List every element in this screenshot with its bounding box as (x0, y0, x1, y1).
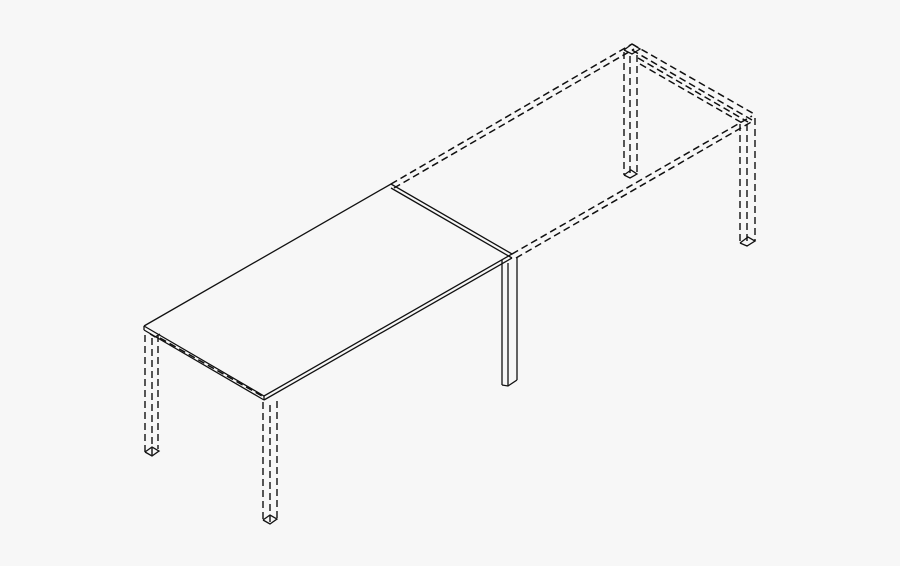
center-leg (501, 257, 518, 387)
front-left-leg (144, 333, 161, 457)
extension-tabletop (390, 43, 757, 259)
front-apron-dashed (159, 337, 263, 397)
fixed-tabletop (143, 183, 514, 401)
front-right-leg (262, 401, 279, 525)
extension-far-leg-right (739, 118, 757, 247)
extension-far-leg-left (623, 43, 642, 179)
